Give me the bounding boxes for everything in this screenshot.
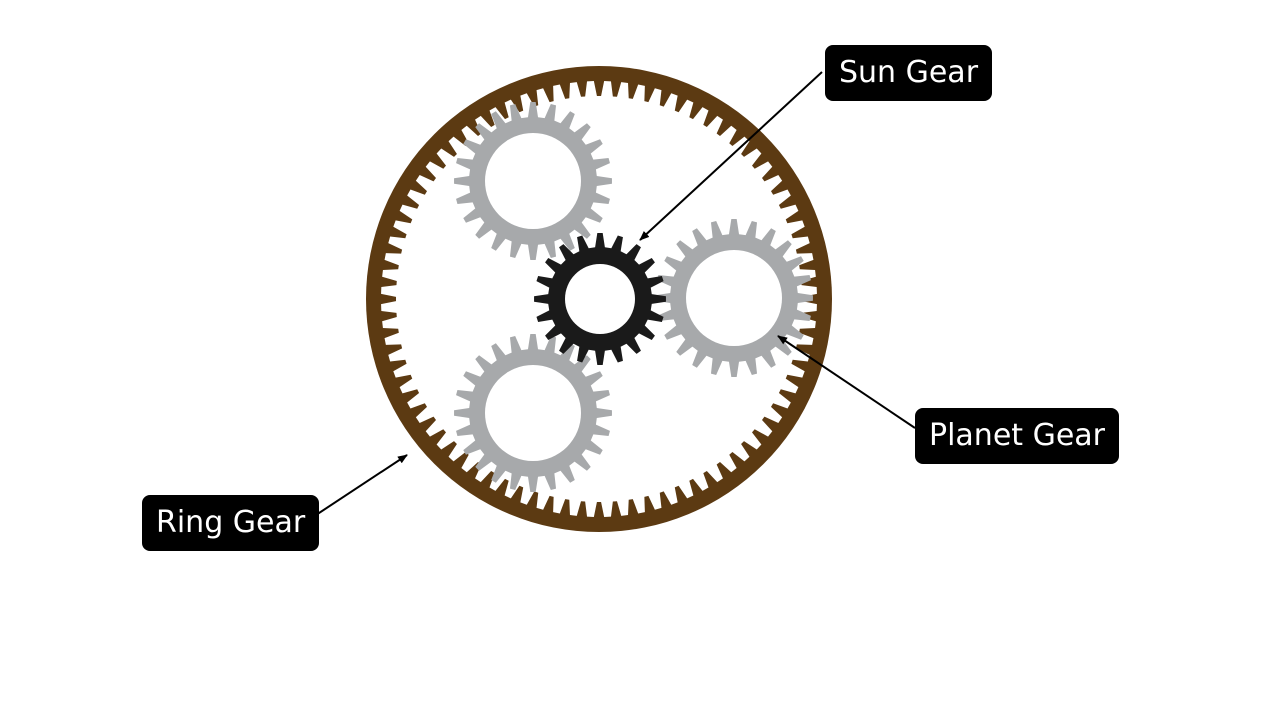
sun-gear-arrow bbox=[639, 71, 823, 241]
sun-gear-bore bbox=[565, 264, 635, 334]
planet-gear-bore bbox=[686, 250, 782, 346]
sun-gear bbox=[534, 233, 666, 365]
planet-gear-bore bbox=[485, 365, 581, 461]
sun-gear-label: Sun Gear bbox=[825, 45, 993, 101]
planet-gear-label: Planet Gear bbox=[915, 408, 1120, 464]
planet-gear-arrow bbox=[777, 335, 916, 429]
planet-gear-top-left bbox=[454, 102, 612, 260]
planet-gear-bottom-left bbox=[454, 334, 612, 492]
planet-gear-bore bbox=[485, 133, 581, 229]
ring-gear-label: Ring Gear bbox=[142, 495, 320, 551]
ring-gear-arrow bbox=[315, 454, 408, 516]
planet-gear-right bbox=[655, 219, 813, 377]
